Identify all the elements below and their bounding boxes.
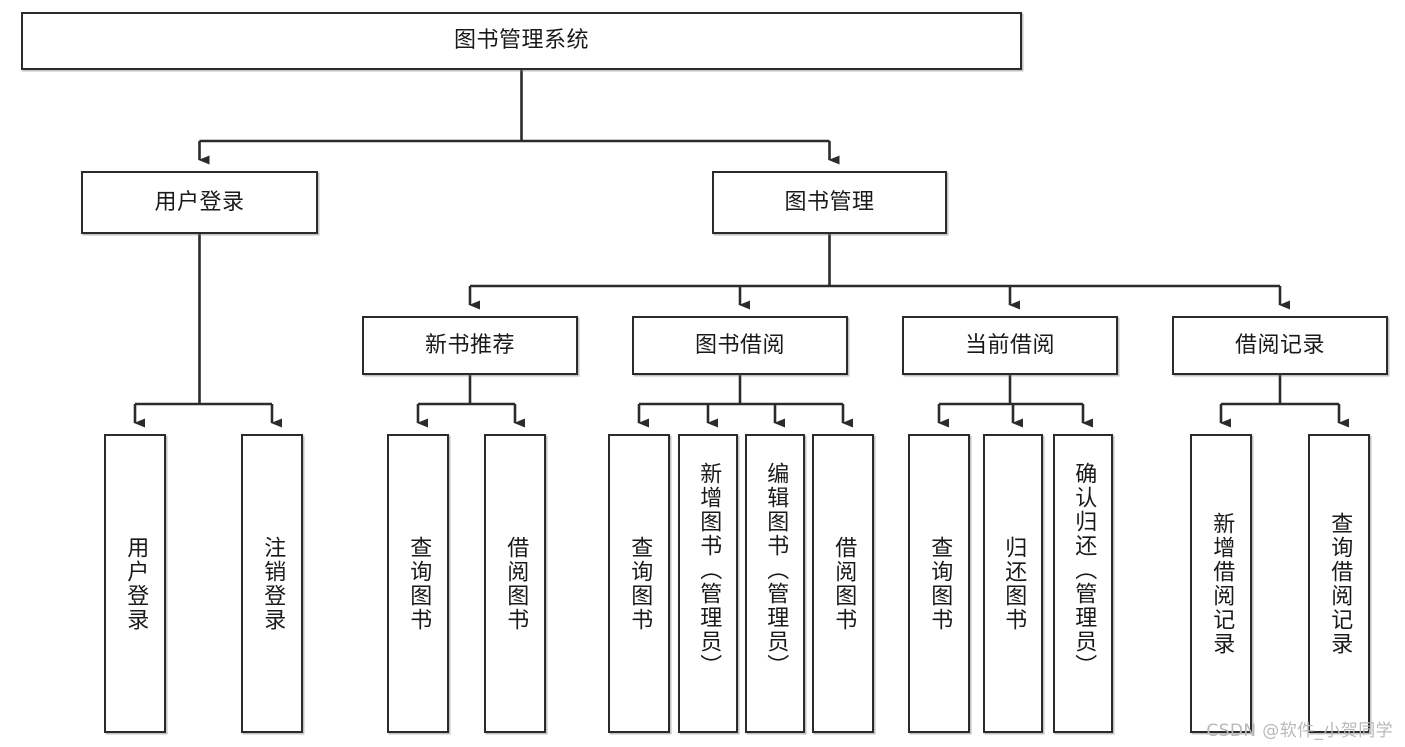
node-root[interactable]: 图书管理系统 [21,12,1022,70]
node-new-book-rec-label: 新书推荐 [424,332,515,358]
node-book-borrow[interactable]: 图书借阅 [632,316,848,375]
leaf-rec-add-record[interactable]: 新增借阅记录 [1190,434,1252,733]
leaf-rec-add-record-label: 新增借阅记录 [1209,511,1235,656]
leaf-borrow-add-book[interactable]: 新增图书（管理员） [678,434,738,733]
node-borrow-record[interactable]: 借阅记录 [1172,316,1388,375]
leaf-cur-confirm-return[interactable]: 确认归还（管理员） [1053,434,1113,733]
leaf-borrow-edit-book[interactable]: 编辑图书（管理员） [745,434,805,733]
leaf-borrow-lend-book[interactable]: 借阅图书 [812,434,874,733]
leaf-cur-confirm-return-label: 确认归还（管理员） [1071,462,1097,678]
node-book-borrow-label: 图书借阅 [694,332,785,358]
leaf-user-logout-label: 注销登录 [260,535,286,632]
leaf-cur-query-book[interactable]: 查询图书 [908,434,970,733]
leaf-rec-query-record[interactable]: 查询借阅记录 [1308,434,1370,733]
node-current-borrow[interactable]: 当前借阅 [902,316,1118,375]
leaf-cur-return-book[interactable]: 归还图书 [983,434,1043,733]
leaf-borrow-query-book-label: 查询图书 [627,535,653,632]
node-book-manage-label: 图书管理 [784,189,875,215]
leaf-borrow-edit-book-label: 编辑图书（管理员） [763,462,789,678]
leaf-rec-borrow-book[interactable]: 借阅图书 [484,434,546,733]
node-new-book-rec[interactable]: 新书推荐 [362,316,578,375]
node-borrow-record-label: 借阅记录 [1234,332,1325,358]
node-user-login[interactable]: 用户登录 [81,171,318,234]
watermark: CSDN @软件_小贺同学 [1206,721,1393,741]
leaf-user-logout[interactable]: 注销登录 [241,434,303,733]
leaf-rec-borrow-book-label: 借阅图书 [503,535,529,632]
leaf-borrow-query-book[interactable]: 查询图书 [608,434,670,733]
node-book-manage[interactable]: 图书管理 [712,171,947,234]
node-root-label: 图书管理系统 [453,28,589,54]
leaf-user-login[interactable]: 用户登录 [104,434,166,733]
leaf-cur-query-book-label: 查询图书 [927,535,953,632]
node-current-borrow-label: 当前借阅 [964,332,1055,358]
leaf-rec-query-record-label: 查询借阅记录 [1327,511,1353,656]
leaf-rec-query-book[interactable]: 查询图书 [387,434,449,733]
leaf-borrow-lend-book-label: 借阅图书 [831,535,857,632]
node-user-login-label: 用户登录 [154,189,245,215]
leaf-rec-query-book-label: 查询图书 [406,535,432,632]
leaf-borrow-add-book-label: 新增图书（管理员） [696,462,722,678]
leaf-user-login-label: 用户登录 [123,535,149,632]
leaf-cur-return-book-label: 归还图书 [1001,535,1027,632]
